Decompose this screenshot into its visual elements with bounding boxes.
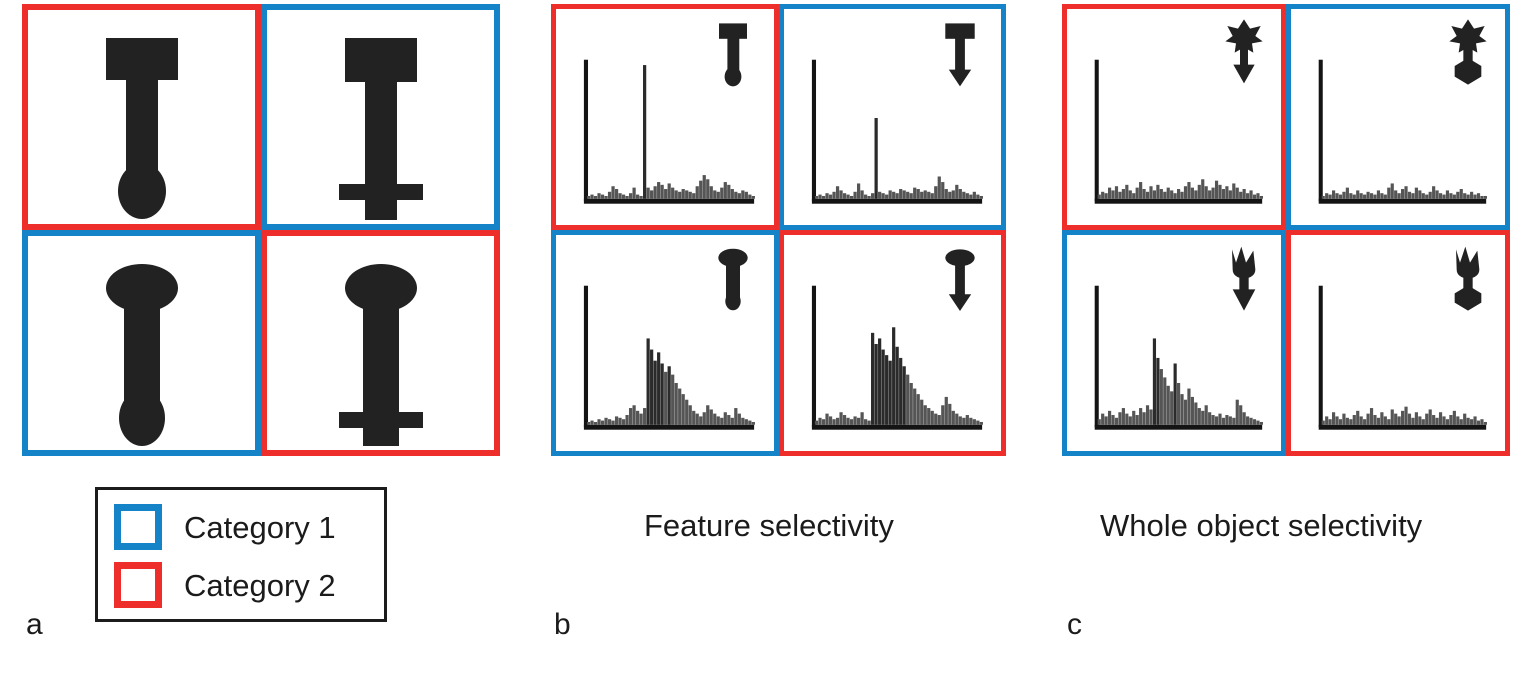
legend-label-category-2: Category 2 xyxy=(184,567,336,603)
histogram-c-top-right xyxy=(1306,44,1490,212)
panel-c-caption: Whole object selectivity xyxy=(1100,508,1423,543)
panel-c-grid xyxy=(1062,4,1510,456)
histogram-b-top-left xyxy=(571,44,758,212)
legend-label-category-1: Category 1 xyxy=(184,509,336,545)
histogram-c-bottom-left xyxy=(1082,270,1266,438)
stimulus-ellipse-head-arrow-base-icon xyxy=(939,248,981,323)
panel-a-cell-top-left[interactable] xyxy=(22,4,261,230)
histogram-c-bottom-right xyxy=(1306,270,1490,438)
legend-swatch-red xyxy=(114,562,162,608)
stimulus-rect-head-crossbar-base-icon xyxy=(321,36,441,226)
histogram-b-bottom-right xyxy=(799,270,986,438)
panel-c-cell-top-left[interactable] xyxy=(1062,4,1286,230)
panel-b-cell-top-right[interactable] xyxy=(778,4,1006,230)
panel-b-cell-bottom-left[interactable] xyxy=(551,230,779,456)
stimulus-star-head-arrow-base-icon xyxy=(1224,18,1264,95)
legend-box: Category 1 Category 2 xyxy=(95,487,387,622)
panel-b-caption: Feature selectivity xyxy=(644,508,894,543)
panel-a-stimulus-set xyxy=(22,4,500,456)
panel-letter-c: c xyxy=(1067,608,1082,641)
stimulus-rect-head-ball-base-icon xyxy=(712,22,754,97)
panel-letter-b: b xyxy=(554,608,571,641)
histogram-c-top-left xyxy=(1082,44,1266,212)
legend-item-category-2: Category 2 xyxy=(114,562,336,608)
histogram-b-bottom-left xyxy=(571,270,758,438)
panel-b-feature-selectivity xyxy=(551,4,1006,456)
panel-b-cell-top-left[interactable] xyxy=(551,4,779,230)
panel-a-cell-bottom-left[interactable] xyxy=(22,230,261,456)
stimulus-rect-head-arrow-base-icon xyxy=(939,22,981,97)
stimulus-ellipse-head-ball-base-icon xyxy=(82,262,202,452)
panel-b-grid xyxy=(551,4,1006,456)
panel-letter-a: a xyxy=(26,608,43,641)
panel-c-whole-object-selectivity xyxy=(1062,4,1510,456)
panel-a-cell-bottom-right[interactable] xyxy=(261,230,500,456)
panel-c-cell-top-right[interactable] xyxy=(1286,4,1510,230)
histogram-b-top-right xyxy=(799,44,986,212)
panel-c-cell-bottom-right[interactable] xyxy=(1286,230,1510,456)
stimulus-crown-head-arrow-base-icon xyxy=(1224,244,1264,321)
panel-a-cell-top-right[interactable] xyxy=(261,4,500,230)
stimulus-ellipse-head-crossbar-base-icon xyxy=(321,262,441,452)
legend-item-category-1: Category 1 xyxy=(114,504,336,550)
stimulus-crown-head-hex-base-icon xyxy=(1448,244,1488,321)
stimulus-rect-head-ball-base-icon xyxy=(82,36,202,226)
stimulus-ellipse-head-ball-base-icon xyxy=(712,248,754,323)
legend-swatch-blue xyxy=(114,504,162,550)
panel-a-grid xyxy=(22,4,500,456)
panel-c-cell-bottom-left[interactable] xyxy=(1062,230,1286,456)
stimulus-star-head-hex-base-icon xyxy=(1448,18,1488,95)
panel-b-cell-bottom-right[interactable] xyxy=(778,230,1006,456)
